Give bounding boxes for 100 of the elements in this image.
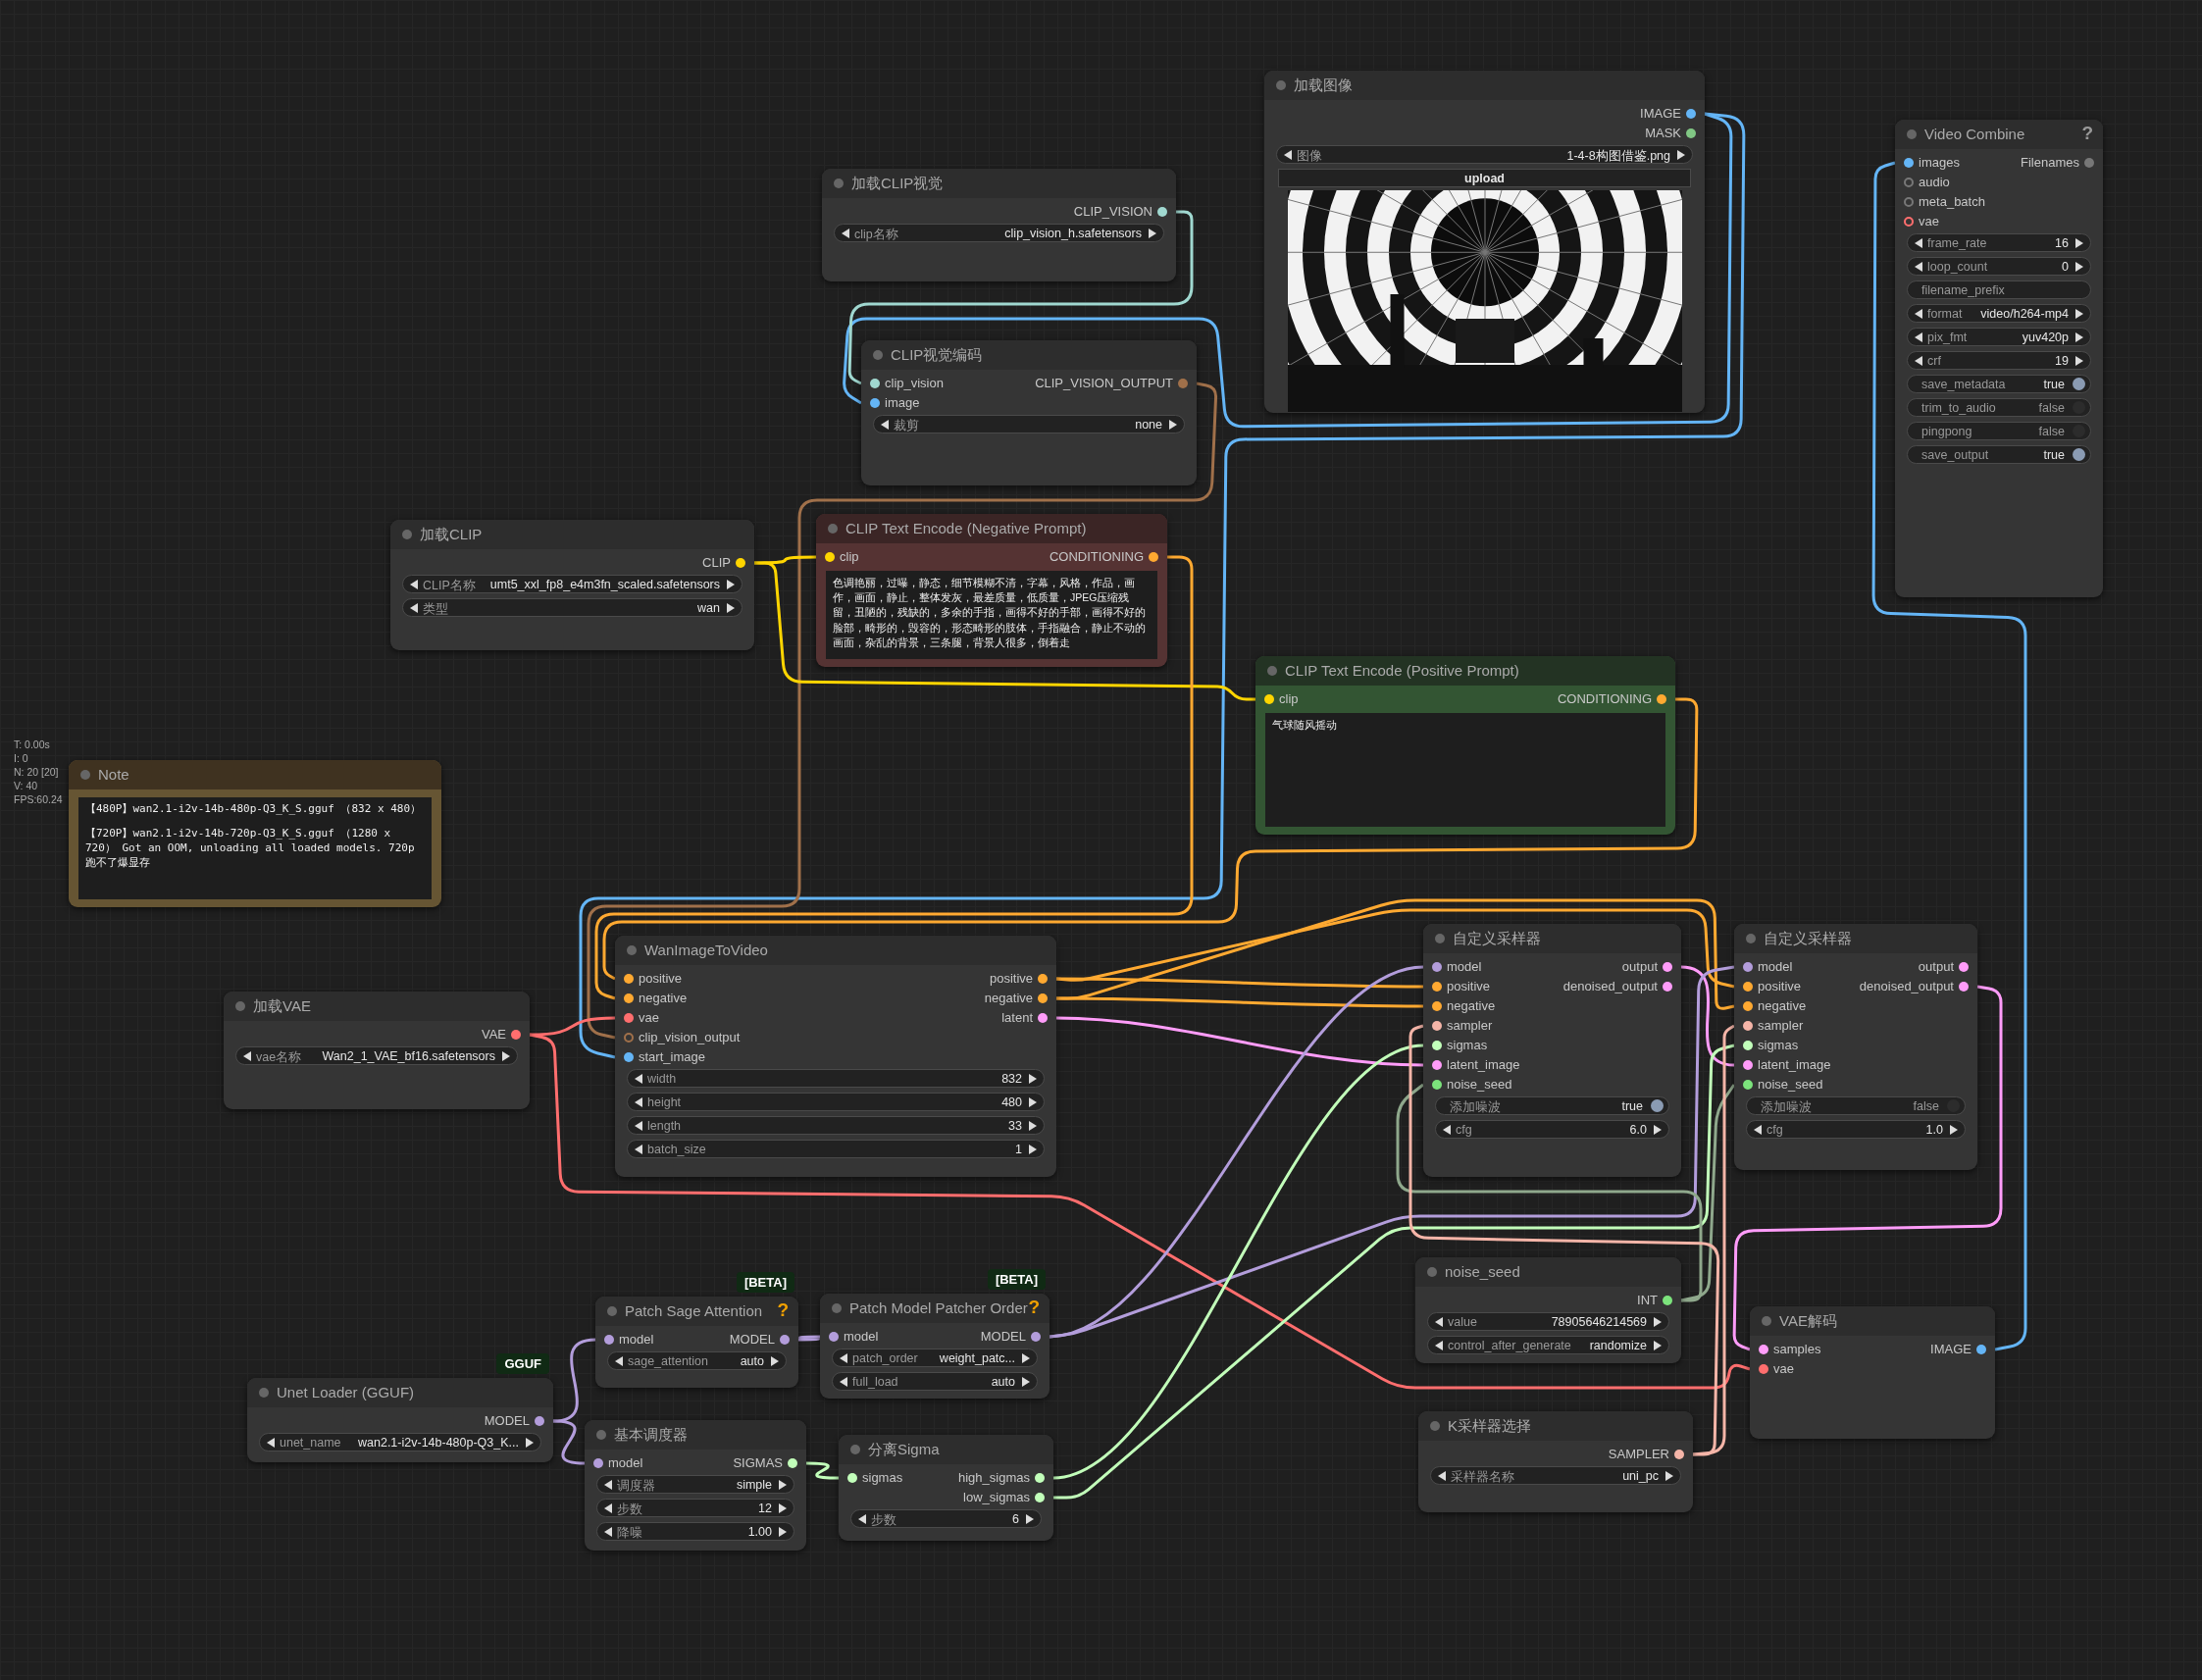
dropdown-widget: format video/h264-mp4	[1907, 304, 2091, 323]
number-widget: length 33	[627, 1116, 1045, 1135]
dropdown-widget: clip名称 clip_vision_h.safetensors	[834, 224, 1164, 242]
node-panel	[1895, 120, 2103, 597]
link-wire	[1056, 898, 1735, 1010]
node-panel	[390, 520, 754, 650]
link-wire	[1871, 161, 2027, 1351]
link-wire	[1049, 965, 1735, 1339]
socket-label: denoised_output	[1859, 978, 1954, 995]
socket-label: positive	[989, 970, 1033, 988]
socket-label: IMAGE	[1640, 105, 1681, 123]
node-title: Video Combine	[1924, 126, 2025, 142]
link-wire	[1732, 985, 2003, 1351]
socket-label: vae	[1773, 1360, 1794, 1378]
socket-label: MODEL	[484, 1412, 530, 1430]
socket-label: high_sigmas	[958, 1469, 1030, 1487]
link-wire	[587, 382, 1218, 1040]
socket-label: model	[619, 1331, 654, 1349]
node-panel	[247, 1378, 553, 1462]
node-title: Unet Loader (GGUF)	[277, 1384, 415, 1400]
socket-label: SIGMAS	[733, 1454, 783, 1472]
number-widget: cfg 6.0	[1435, 1120, 1669, 1139]
dropdown-widget: sage_attention auto	[607, 1351, 787, 1370]
help-icon: ?	[777, 1299, 789, 1321]
socket-label: CLIP_VISION_OUTPUT	[1035, 375, 1173, 392]
node-title: WanImageToVideo	[644, 942, 768, 958]
node-title: CLIP视觉编码	[891, 346, 983, 365]
node-panel	[1264, 71, 1705, 413]
node-panel	[69, 760, 441, 907]
node-panel	[1734, 924, 1977, 1170]
link-wire	[529, 1016, 616, 1037]
number-widget: 降噪 1.00	[596, 1522, 794, 1541]
dropdown-widget: CLIP名称 umt5_xxl_fp8_e4m3fn_scaled.safetensors	[402, 575, 743, 593]
toggle-widget: save_metadata true	[1907, 375, 2091, 393]
node-title: CLIP Text Encode (Positive Prompt)	[1285, 662, 1519, 679]
socket-label: model	[844, 1328, 879, 1346]
link-wire	[1055, 1016, 1424, 1067]
dropdown-widget: 采样器名称 uni_pc	[1430, 1466, 1681, 1485]
link-wire	[1680, 1084, 1736, 1302]
socket-label: VAE	[481, 1026, 506, 1044]
number-widget: batch_size 1	[627, 1140, 1045, 1158]
socket-label: positive	[639, 970, 683, 988]
socket-label: negative	[984, 990, 1033, 1007]
socket-label: vae	[1919, 213, 1939, 230]
socket-label: model	[1447, 958, 1482, 976]
number-widget: height 480	[627, 1093, 1045, 1111]
link-wire	[602, 697, 1699, 981]
link-wire	[1053, 1044, 1735, 1500]
stats-text: I: 0	[14, 751, 29, 765]
dropdown-widget: unet_name wan2.1-i2v-14b-480p-Q3_K...	[259, 1433, 541, 1451]
socket-label: positive	[1758, 978, 1802, 995]
socket-label: vae	[639, 1009, 659, 1027]
socket-label: MASK	[1645, 125, 1681, 142]
stats-text: N: 20 [20]	[14, 765, 60, 779]
link-wire	[1692, 1024, 1735, 1456]
toggle-widget: 添加噪波 true	[1435, 1096, 1669, 1115]
socket-label: low_sigmas	[963, 1489, 1030, 1506]
node-title: 加载CLIP视觉	[851, 175, 944, 193]
node-panel	[839, 1435, 1053, 1541]
number-widget: cfg 1.0	[1746, 1120, 1966, 1139]
text-paragraph: 色调艳丽，过曝，静态，细节模糊不清，字幕，风格，作品，画作，画面，静止，整体发灰，最差质量，低质量，JPEG压缩残留，丑陋的，残缺的，多余的手指，画得不好的手部，画得不好的脸部，畸形的，毁容的，形态畸形的肢体，手指融合，静止不动的画面，杂乱的背景，三条腿，背景人很多，倒着走	[833, 576, 1147, 650]
socket-label: model	[1758, 958, 1793, 976]
socket-label: start_image	[639, 1048, 705, 1066]
toggle-widget: 添加噪波 false	[1746, 1096, 1966, 1115]
node-title: Patch Model Patcher Order	[849, 1299, 1028, 1316]
node-panel	[820, 1294, 1050, 1399]
node-title: 加载CLIP	[420, 526, 483, 544]
node-panel	[1418, 1411, 1693, 1512]
dropdown-widget: 图像 1-4-8构图借鉴.png	[1276, 145, 1693, 164]
dropdown-widget: 类型 wan	[402, 598, 743, 617]
socket-label: negative	[1447, 997, 1496, 1015]
socket-label: latent	[1001, 1009, 1033, 1027]
socket-label: MODEL	[980, 1328, 1026, 1346]
node-panel	[1750, 1306, 1995, 1439]
link-wire	[579, 112, 1746, 1059]
node-panel	[861, 340, 1197, 485]
socket-label: CLIP_VISION	[1073, 203, 1152, 221]
socket-label: Filenames	[2021, 154, 2079, 172]
text-paragraph: 气球随风摇动	[1272, 718, 1338, 733]
dropdown-widget: full_load auto	[832, 1372, 1038, 1391]
node-title: Patch Sage Attention	[625, 1302, 763, 1319]
number-widget: width 832	[627, 1069, 1045, 1088]
socket-label: positive	[1447, 978, 1491, 995]
node-panel	[595, 1297, 798, 1388]
number-widget: crf 19	[1907, 351, 2091, 370]
socket-label: audio	[1919, 174, 1950, 191]
node-title: 基本调度器	[614, 1426, 688, 1445]
socket-label: denoised_output	[1562, 978, 1658, 995]
dropdown-widget: 裁剪 none	[873, 415, 1185, 433]
socket-label: images	[1919, 154, 1960, 172]
node-panel	[1423, 924, 1681, 1177]
node-panel	[1415, 1257, 1681, 1363]
socket-label: CONDITIONING	[1049, 548, 1144, 566]
node-title: 自定义采样器	[1764, 930, 1852, 948]
socket-label: sigmas	[1447, 1037, 1488, 1054]
text-paragraph: 【480P】wan2.1-i2v-14b-480p-Q3_K_S.gguf （832 x 480）	[85, 802, 422, 817]
node-tag: GGUF	[496, 1353, 549, 1374]
link-wire	[805, 1461, 840, 1480]
socket-label: noise_seed	[1447, 1076, 1512, 1094]
node-panel	[224, 992, 530, 1109]
